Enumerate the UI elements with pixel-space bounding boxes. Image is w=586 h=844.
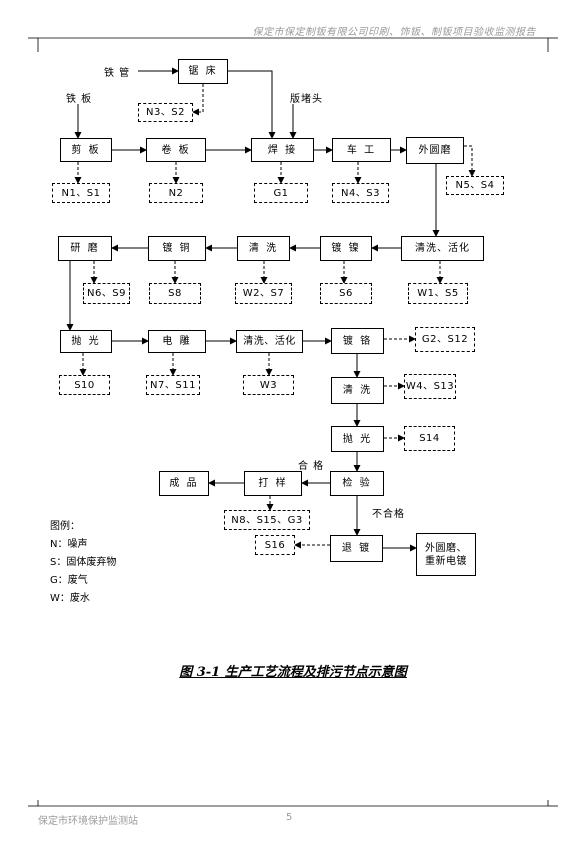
node-nickel: 镀 镍 [320,236,372,261]
emission-grind: N6、S9 [83,283,130,304]
node-shear: 剪 板 [60,138,112,162]
node-weld: 焊 接 [251,138,314,162]
node-clean-2: 清 洗 [331,377,384,404]
legend-item-solid-waste: S：固体废弃物 [50,557,117,568]
emission-weld: G1 [254,183,308,203]
footer-org: 保定市环境保护监测站 [38,816,138,827]
node-clean-1: 清 洗 [237,236,290,261]
legend: 图例： N：噪声 S：固体废弃物 G：废气 W：废水 [50,518,116,608]
emission-saw: N3、S2 [138,103,193,122]
emission-clean-2: W4、S13 [404,374,456,399]
input-end-cap: 版堵头 [290,94,323,105]
node-polish-2: 抛 光 [331,426,384,452]
node-lathe: 车 工 [332,138,391,162]
emission-roll: N2 [149,183,203,203]
node-roll: 卷 板 [146,138,206,162]
emission-copper: S8 [149,283,201,304]
legend-item-wastewater: W：废水 [50,593,90,604]
emission-shear: N1、S1 [52,183,110,203]
emission-strip: S16 [255,535,295,555]
legend-title: 图例： [50,521,80,532]
emission-lathe: N4、S3 [332,183,389,203]
legend-item-exhaust-gas: G：废气 [50,575,88,586]
node-clean-activate-1: 清洗、活化 [401,236,484,261]
node-outer-grind: 外圆磨 [406,137,464,164]
node-clean-activate-2: 清洗、活化 [236,330,303,353]
emission-engrave: N7、S11 [146,375,200,395]
node-strip: 退 镀 [330,535,383,562]
node-polish-1: 抛 光 [60,330,112,353]
branch-fail-label: 不合格 [372,509,405,520]
node-engrave: 电 雕 [148,330,206,353]
emission-nickel: S6 [320,283,372,304]
footer-rule [28,800,558,807]
emission-polish-2: S14 [404,426,455,451]
input-steel-pipe: 铁 管 [104,68,131,79]
page-number: 5 [286,812,293,823]
node-product: 成 品 [159,471,209,496]
emission-clean-activate-1: W1、S5 [408,283,468,304]
input-steel-plate: 铁 板 [66,94,93,105]
legend-item-noise: N：噪声 [50,539,88,550]
node-chrome: 镀 铬 [331,328,384,354]
branch-pass-label: 合 格 [298,461,325,472]
node-proof: 打 样 [244,471,302,496]
emission-chrome: G2、S12 [415,327,475,352]
node-grind: 研 磨 [58,236,112,261]
emission-clean-activate-2: W3 [243,375,294,395]
figure-caption: 图 3-1 生产工艺流程及排污节点示意图 [179,665,407,680]
page-header: 保定市保定制钣有限公司印刷、饰钣、制钣项目验收监测报告 [0,0,586,60]
emission-polish-1: S10 [59,375,110,395]
emission-outer-grind: N5、S4 [446,176,504,195]
node-copper: 镀 铜 [148,236,206,261]
node-saw: 锯 床 [178,59,228,84]
node-regrind: 外圆磨、重新电镀 [416,533,476,576]
node-inspect: 检 验 [330,471,384,496]
emission-proof: N8、S15、G3 [224,510,310,530]
header-rule [28,37,558,52]
header-title: 保定市保定制钣有限公司印刷、饰钣、制钣项目验收监测报告 [252,27,536,38]
emission-clean-1: W2、S7 [235,283,292,304]
